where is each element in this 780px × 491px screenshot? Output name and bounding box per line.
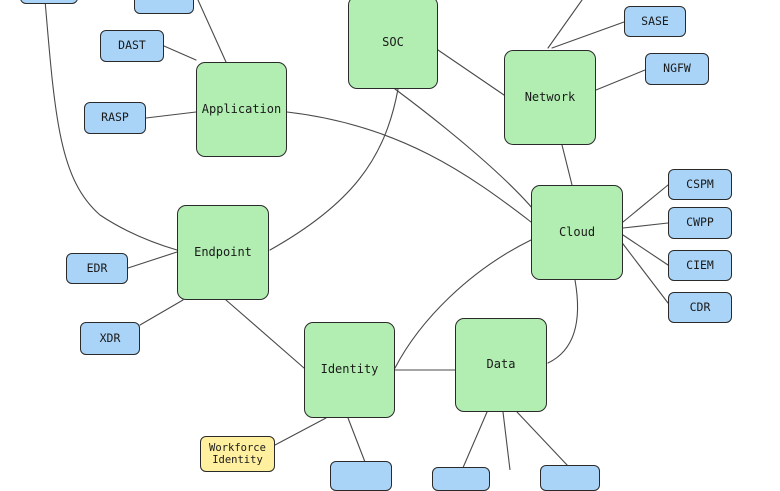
domain-node-network[interactable]: Network: [504, 50, 596, 145]
tool-label-ciem: CIEM: [686, 257, 714, 272]
domain-node-cloud[interactable]: Cloud: [531, 185, 623, 280]
tool-node-ngfw[interactable]: NGFW: [645, 53, 709, 85]
tool-node-cwpp[interactable]: CWPP: [668, 207, 732, 239]
edge-identity-bottom-tool: [347, 417, 366, 463]
tool-node-ciem[interactable]: CIEM: [668, 250, 732, 281]
domain-node-data[interactable]: Data: [455, 318, 547, 412]
edge-cloud-data: [547, 279, 579, 364]
edge-soc-network: [437, 49, 505, 96]
tool-label-xdr: XDR: [99, 330, 121, 345]
edge-cloud-identity: [394, 239, 532, 369]
domain-label-soc: SOC: [382, 34, 404, 49]
tool-label-sase: SASE: [641, 13, 669, 28]
edge-endpoint-identity: [225, 299, 305, 369]
connection-lines: [44, 0, 669, 470]
tool-node-cropped-top[interactable]: [134, 0, 194, 14]
tool-node-dast[interactable]: DAST: [100, 30, 164, 62]
tool-node-cropped-bottom-data-1[interactable]: [432, 467, 490, 491]
edge-data-bottom-2: [502, 411, 511, 470]
domain-node-identity[interactable]: Identity: [304, 322, 395, 418]
tool-node-sase[interactable]: SASE: [624, 6, 686, 37]
tool-node-cropped-top-left[interactable]: [20, 0, 78, 4]
domain-node-soc[interactable]: SOC: [348, 0, 438, 89]
domain-label-data: Data: [486, 357, 516, 372]
edge-soc-endpoint: [269, 88, 399, 251]
tool-node-cropped-bottom-identity[interactable]: [330, 461, 392, 491]
tool-label-dast: DAST: [118, 38, 146, 53]
tool-node-cropped-bottom-data-2[interactable]: [540, 465, 600, 491]
edge-application-rasp: [145, 111, 197, 119]
edge-application-cloud: [286, 111, 532, 223]
edge-network-ngfw: [595, 69, 646, 91]
edge-soc-cloud: [394, 88, 539, 216]
tool-node-cspm[interactable]: CSPM: [668, 169, 732, 200]
edge-cloud-cspm: [622, 184, 669, 223]
tool-node-xdr[interactable]: XDR: [80, 322, 140, 355]
edge-network-sase: [551, 21, 625, 49]
edge-endpoint-xdr: [139, 299, 184, 326]
tool-node-cdr[interactable]: CDR: [668, 292, 732, 323]
domain-node-endpoint[interactable]: Endpoint: [177, 205, 269, 300]
domain-node-application[interactable]: Application: [196, 62, 287, 157]
tool-node-rasp[interactable]: RASP: [84, 102, 146, 134]
tool-label-edr: EDR: [86, 260, 108, 275]
tool-label-cspm: CSPM: [686, 176, 714, 191]
domain-label-identity: Identity: [320, 362, 379, 377]
edge-endpoint-edr: [127, 251, 178, 269]
edge-data-bottom-1: [461, 411, 488, 470]
persona-node-workforce-identity[interactable]: Workforce Identity: [200, 436, 275, 472]
edge-cloud-ciem: [622, 234, 669, 266]
domain-label-endpoint: Endpoint: [194, 244, 252, 259]
edge-application-dast: [163, 45, 197, 61]
domain-label-application: Application: [201, 101, 282, 116]
tool-node-edr[interactable]: EDR: [66, 253, 128, 284]
edge-network-top-tool: [547, 0, 583, 49]
domain-label-network: Network: [524, 89, 576, 104]
edge-network-cloud: [561, 144, 573, 186]
edge-application-top-tool: [197, 0, 227, 63]
edge-data-bottom-3: [516, 411, 569, 467]
tool-label-cdr: CDR: [689, 299, 711, 314]
tool-label-cwpp: CWPP: [686, 215, 714, 230]
tool-label-rasp: RASP: [101, 110, 129, 125]
persona-label-workforce-identity: Workforce Identity: [209, 441, 266, 466]
tool-label-ngfw: NGFW: [663, 61, 691, 76]
edge-identity-workforce: [274, 417, 327, 446]
edge-endpoint-left-tool: [44, 0, 178, 251]
edge-cloud-cdr: [619, 239, 669, 304]
edge-cloud-cwpp: [622, 222, 669, 229]
domain-label-cloud: Cloud: [558, 224, 596, 239]
